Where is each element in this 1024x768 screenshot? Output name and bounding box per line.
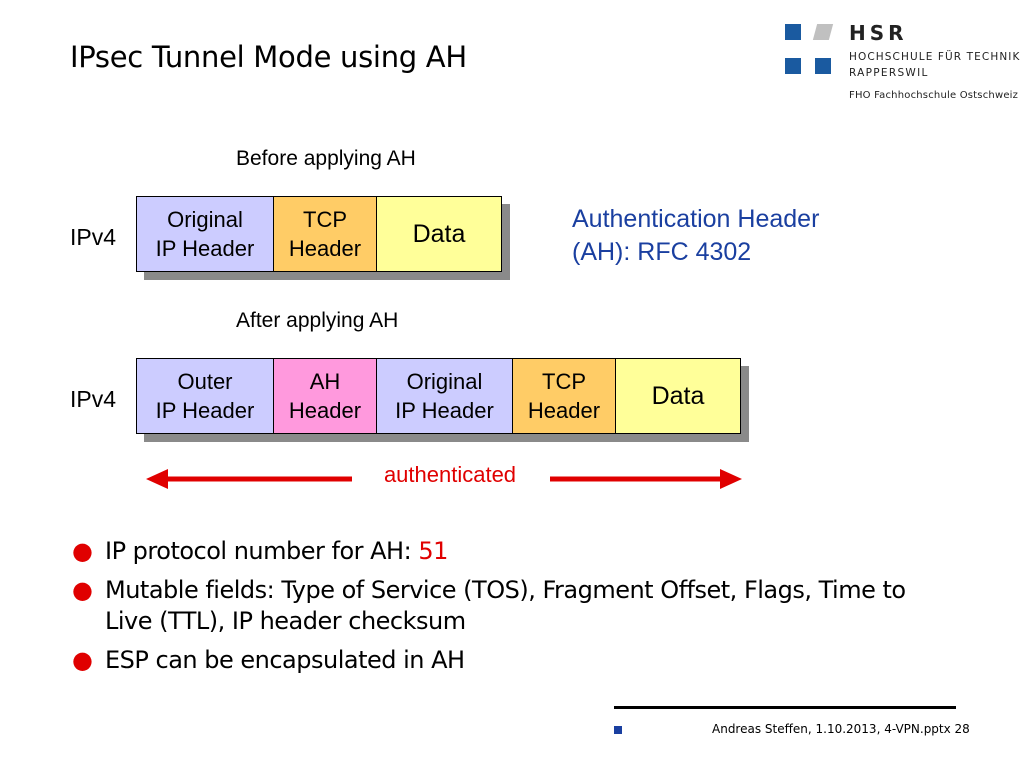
logo-square-4 [815, 58, 831, 74]
logo-square-2 [812, 24, 834, 40]
logo-line-1: HOCHSCHULE FÜR TECHNIK [849, 51, 1021, 63]
data-field: Data [377, 197, 501, 271]
bullet-text: Mutable fields: Type of Service (TOS), F… [105, 576, 906, 635]
bullet-dot: ● [72, 646, 93, 674]
bullet-item: ● ESP can be encapsulated in AH [70, 645, 940, 676]
bullet-item: ● IP protocol number for AH: 51 [70, 536, 940, 567]
arrow-left-head [146, 469, 168, 489]
slide-title: IPsec Tunnel Mode using AH [70, 40, 467, 74]
bullet-dot: ● [72, 576, 93, 604]
logo-line-2: RAPPERSWIL [849, 67, 929, 79]
ah-rfc-reference: Authentication Header (AH): RFC 4302 [572, 205, 820, 266]
protocol-number: 51 [418, 537, 448, 565]
authenticated-arrow [146, 469, 742, 489]
authenticated-label: authenticated [383, 462, 517, 487]
bullet-list: ● IP protocol number for AH: 51 ● Mutabl… [70, 536, 940, 684]
original-ip-header-field: Original IP Header [377, 359, 513, 433]
ah-header-field: AH Header [274, 359, 377, 433]
data-field: Data [616, 359, 740, 433]
arrow-right-head [720, 469, 742, 489]
after-ipv4-label: IPv4 [70, 386, 117, 412]
after-caption: After applying AH [236, 309, 399, 332]
logo-name: HSR [849, 21, 908, 45]
outer-ip-header-field: Outer IP Header [137, 359, 274, 433]
hsr-logo: HSR HOCHSCHULE FÜR TECHNIK RAPPERSWIL FH… [785, 21, 1021, 104]
after-packet-fields: Outer IP Header AH Header Original IP He… [136, 358, 741, 434]
logo-square-3 [785, 58, 801, 74]
tcp-header-field: TCP Header [274, 197, 377, 271]
bullet-text: ESP can be encapsulated in AH [105, 646, 465, 674]
after-packet: Outer IP Header AH Header Original IP He… [136, 358, 749, 442]
before-packet-fields: Original IP Header TCP Header Data [136, 196, 502, 272]
before-packet: Original IP Header TCP Header Data [136, 196, 510, 280]
bullet-text: IP protocol number for AH: [105, 537, 419, 565]
footer-text: Andreas Steffen, 1.10.2013, 4-VPN.pptx 2… [712, 722, 970, 736]
logo-square-1 [785, 24, 801, 40]
before-ipv4-label: IPv4 [70, 224, 117, 250]
before-caption: Before applying AH [236, 147, 416, 170]
logo-line-3: FHO Fachhochschule Ostschweiz [849, 90, 1019, 101]
bullet-dot: ● [72, 537, 93, 565]
tcp-header-field: TCP Header [513, 359, 616, 433]
original-ip-header-field: Original IP Header [137, 197, 274, 271]
footer-marker [614, 726, 622, 734]
bullet-item: ● Mutable fields: Type of Service (TOS),… [70, 575, 940, 637]
footer-rule [614, 706, 956, 709]
